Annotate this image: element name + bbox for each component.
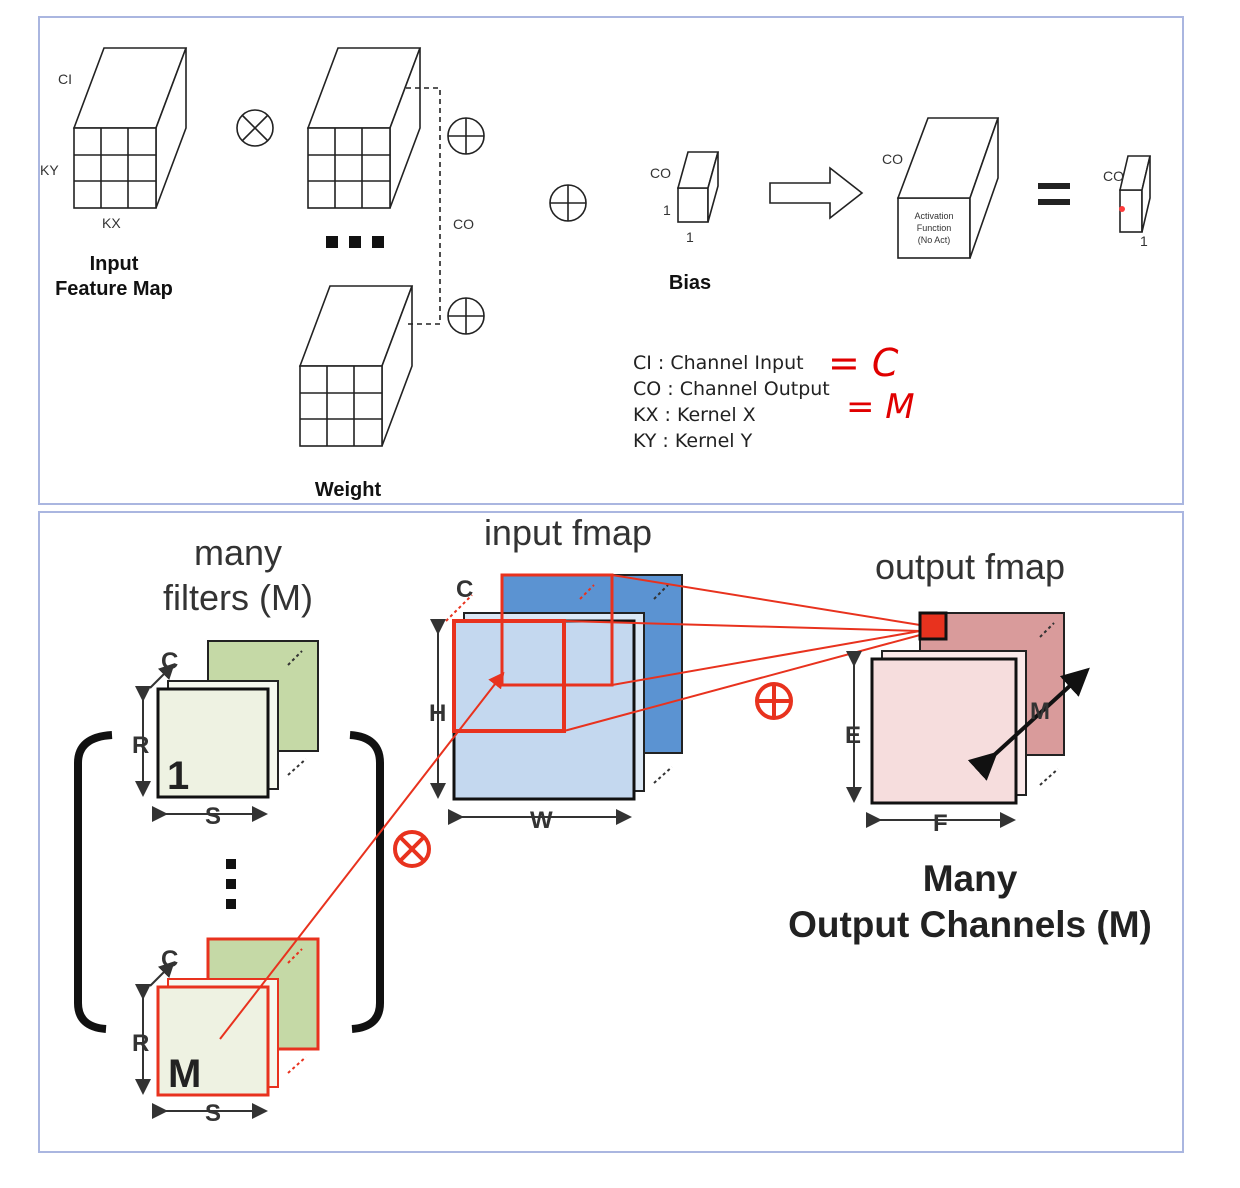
plus-symbol-3	[549, 184, 587, 222]
ci-label: CI	[58, 71, 72, 87]
output-fmap-m-label: M	[1030, 698, 1050, 725]
filter-m-s-label: S	[205, 1100, 221, 1127]
bottom-panel: many filters (M) input fmap output fmap …	[38, 511, 1184, 1153]
output-block	[1118, 155, 1152, 233]
filters-title-line2: filters (M)	[163, 577, 313, 618]
plus-symbol-1	[447, 117, 485, 155]
left-bracket	[74, 731, 113, 1033]
arrow-right-icon	[769, 166, 864, 220]
conv-layer-diagram: many filters (M) input fmap output fmap …	[74, 513, 1152, 1127]
output-one-label: 1	[1140, 233, 1148, 249]
annotation-co-equals-m: = M	[846, 387, 915, 427]
filter-m-number: M	[168, 1052, 201, 1096]
multiply-symbol	[236, 109, 274, 147]
ky-label: KY	[40, 162, 59, 178]
input-title-line2: Feature Map	[55, 278, 173, 300]
filter-1-c-label: C	[161, 648, 178, 675]
activation-function-cube	[896, 117, 1000, 259]
legend-kx: KX : Kernel X	[633, 404, 756, 426]
conclusion-line2: Output Channels (M)	[788, 904, 1152, 945]
filter-1-s-label: S	[205, 803, 221, 830]
activation-co-label: CO	[882, 151, 903, 167]
kx-label: KX	[102, 215, 121, 231]
output-fmap-f-label: F	[933, 810, 948, 837]
multiply-symbol-red	[393, 830, 431, 868]
conv-formula-diagram: CI KY KX Input Feature Map Weight CO CO …	[40, 47, 1152, 501]
filter-m	[135, 937, 320, 1119]
filter-m-c-label: C	[161, 946, 178, 973]
weight-ellipsis	[326, 236, 384, 248]
bias-one-bottom: 1	[686, 229, 694, 245]
output-fmap	[846, 611, 1090, 828]
equals-sign	[1038, 183, 1070, 205]
weight-label: Weight	[315, 479, 382, 501]
input-fmap-c-label: C	[456, 576, 473, 603]
output-co-label: CO	[1103, 168, 1124, 184]
bias-block	[676, 151, 720, 223]
input-title-line1: Input	[90, 253, 139, 275]
legend-ci: CI : Channel Input	[633, 352, 804, 374]
activation-line2: Function	[917, 223, 952, 233]
bias-one-side: 1	[663, 202, 671, 218]
bias-co-label: CO	[650, 165, 671, 181]
plus-symbol-2	[447, 297, 485, 335]
filter-1-number: 1	[167, 754, 189, 798]
annotation-ci-equals-c: = C	[828, 341, 899, 385]
input-fmap-w-label: W	[530, 807, 553, 834]
filter-1-r-label: R	[132, 732, 149, 759]
filters-ellipsis	[226, 859, 236, 909]
weight-cube-1	[306, 47, 422, 209]
input-feature-map-cube	[72, 47, 188, 209]
filter-1	[135, 640, 319, 822]
right-bracket	[349, 731, 384, 1033]
top-panel: CI KY KX Input Feature Map Weight CO CO …	[38, 16, 1184, 505]
legend-co: CO : Channel Output	[633, 378, 830, 400]
co-bracket-label: CO	[453, 216, 474, 232]
activation-line3: (No Act)	[918, 235, 951, 245]
filter-m-r-label: R	[132, 1030, 149, 1057]
legend-ky: KY : Kernel Y	[633, 430, 753, 452]
input-fmap-h-label: H	[429, 700, 446, 727]
bias-label: Bias	[669, 272, 711, 294]
activation-line1: Activation	[914, 211, 953, 221]
filter-to-window-line	[219, 671, 505, 1040]
input-fmap	[430, 573, 683, 825]
weight-cube-2	[298, 285, 414, 447]
output-fmap-title: output fmap	[875, 546, 1065, 587]
output-highlight-dot	[1119, 206, 1125, 212]
filters-title-line1: many	[194, 532, 282, 573]
plus-symbol-red	[755, 682, 793, 720]
conclusion-line1: Many	[923, 858, 1018, 899]
input-fmap-title: input fmap	[484, 513, 652, 553]
output-fmap-e-label: E	[845, 722, 861, 749]
